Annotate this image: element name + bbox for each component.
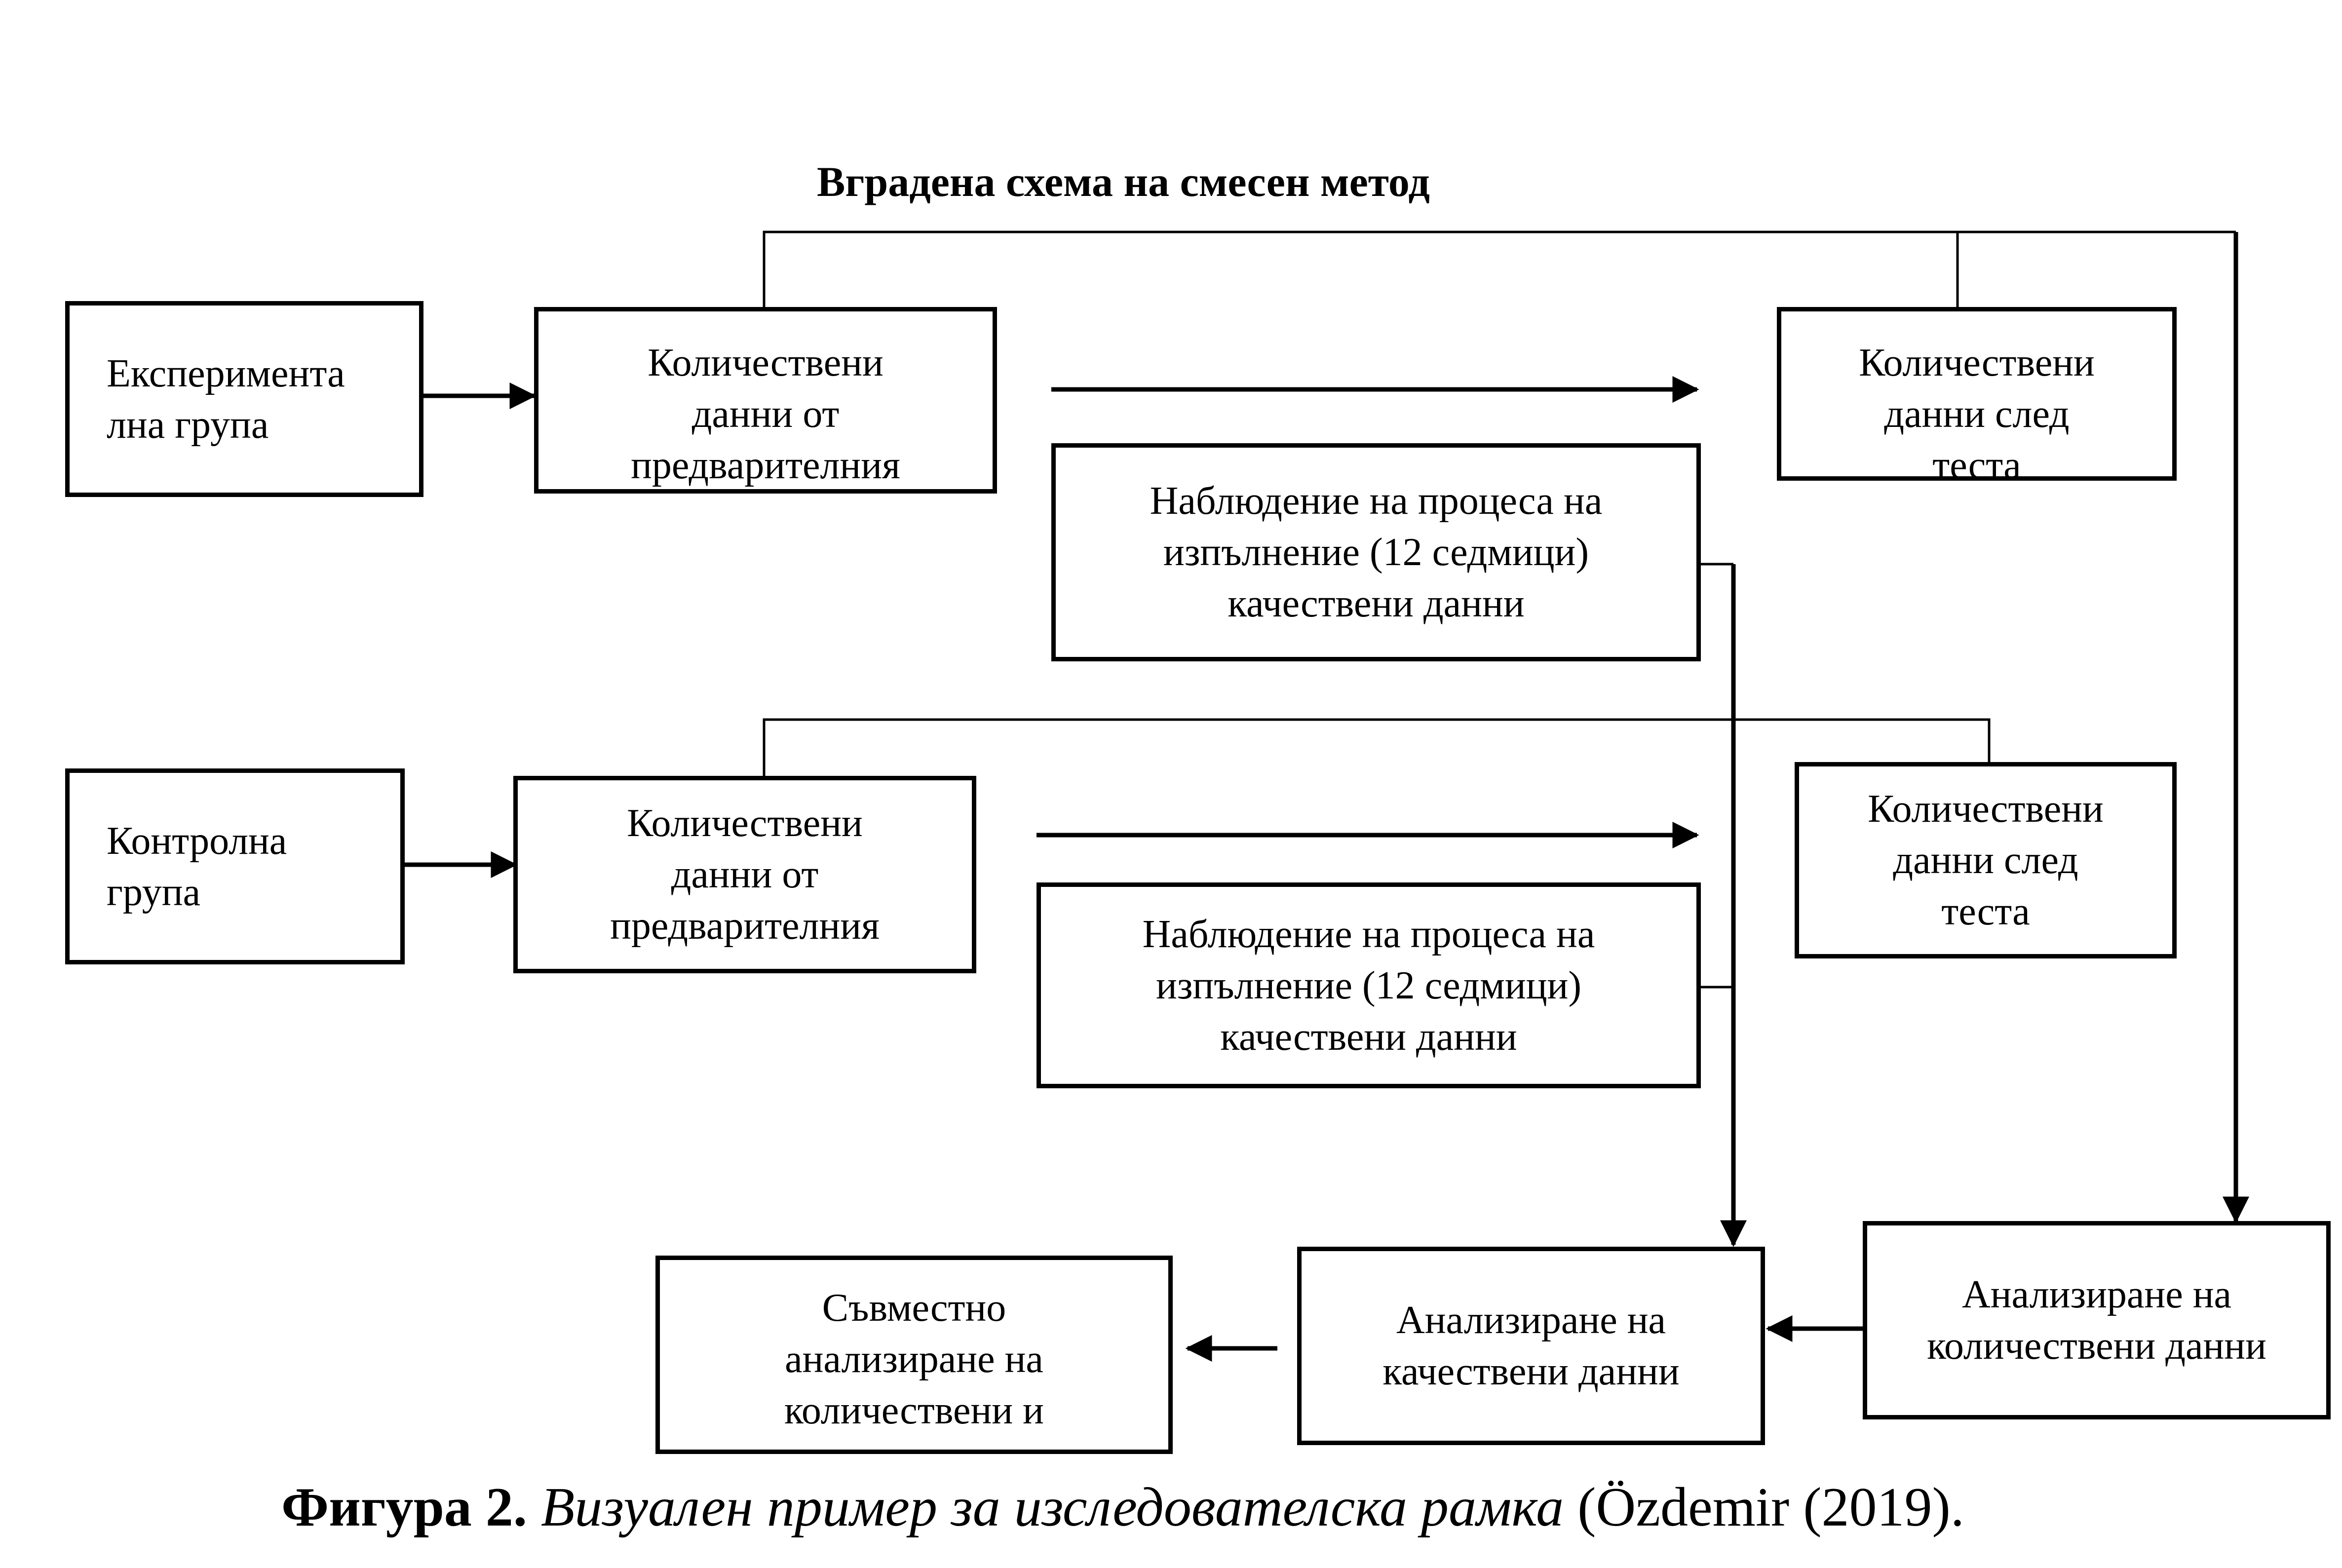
joint-analysis-box: Съвместно анализиране на количествени и — [655, 1256, 1173, 1454]
control-pre-test-box: Количествени данни от предварителния — [513, 776, 976, 973]
control-group-box: Контролна група — [65, 768, 405, 964]
qualitative-analysis-box: Анализиране на качествени данни — [1297, 1247, 1765, 1445]
experimental-observation-box: Наблюдение на процеса на изпълнение (12 … — [1051, 443, 1701, 661]
caption-label: Фигура 2. — [281, 1477, 527, 1538]
experimental-post-test-box: Количествени данни след теста — [1777, 307, 2177, 481]
diagram-title: Вградена схема на смесен метод — [817, 158, 1430, 205]
ctrl-quant-bracket — [763, 718, 1991, 778]
caption-source: Özdemir (2019). — [1596, 1477, 1964, 1538]
experimental-group-box: Експеримента лна група — [65, 301, 423, 497]
figure-caption: Фигура 2. Визуален пример за изследовате… — [281, 1476, 1964, 1539]
experimental-pre-test-box: Количествени данни от предварителния — [534, 307, 997, 494]
caption-title: Визуален пример за изследователска рамка — [527, 1477, 1564, 1538]
caption-paren: ( — [1564, 1477, 1596, 1538]
control-observation-box: Наблюдение на процеса на изпълнение (12 … — [1037, 882, 1701, 1088]
control-post-test-box: Количествени данни след теста — [1795, 762, 2177, 958]
quantitative-analysis-box: Анализиране на количествени данни — [1863, 1221, 2331, 1419]
exp-quant-bracket — [763, 230, 2236, 310]
